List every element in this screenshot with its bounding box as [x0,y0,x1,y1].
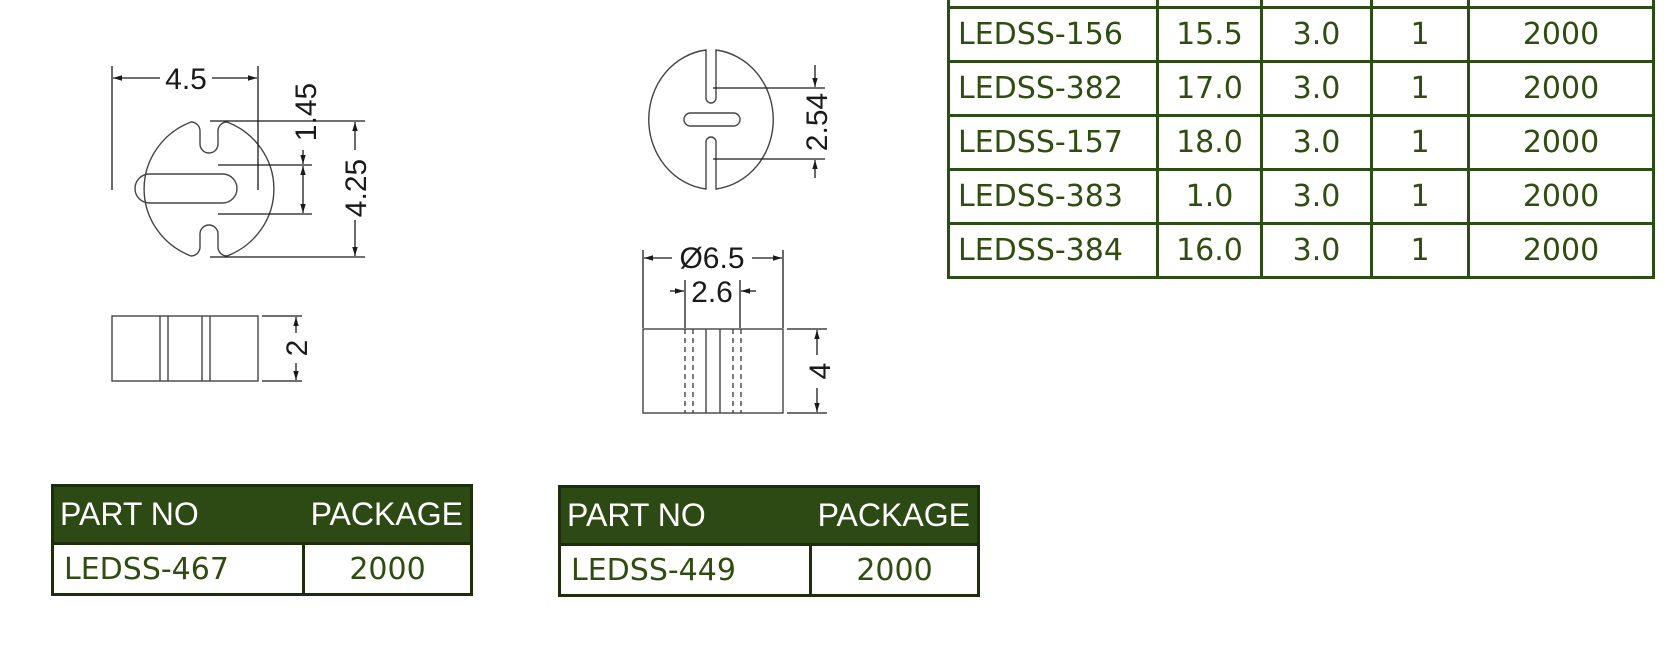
part1-thickness-dimension [262,315,302,382]
table-row: LEDSS-384 16.0 3.0 1 2000 [947,222,1655,279]
part-no-cell: LEDSS-384 [947,222,1159,279]
value-cell: 1 [1370,168,1470,225]
table-row: LEDSS-383 1.0 3.0 1 2000 [947,168,1655,225]
part1-thickness-label: 2 [281,340,314,357]
part2-inner-width-label: 2.6 [691,276,733,309]
part2-diameter-dimension [642,250,784,328]
part-no-header: PART NO [559,486,811,545]
part-no-header: PART NO [52,485,304,544]
package-cell: 2000 [302,542,473,596]
value-cell: 3.0 [1260,114,1373,171]
package-cell: 2000 [1467,6,1655,63]
part2-slot-spacing-label: 2.54 [801,93,834,151]
package-table-2: PART NO PACKAGE LEDSS-449 2000 [558,485,980,597]
part1-outline [143,121,275,257]
table-row: LEDSS-449 2000 [558,543,980,597]
value-cell: 1.0 [1156,168,1263,225]
value-cell: 1 [1370,60,1470,117]
package-header: PACKAGE [810,486,979,545]
package-table-1: PART NO PACKAGE LEDSS-467 2000 [51,484,473,596]
value-cell: 1 [1370,114,1470,171]
part2-length-dimension [787,328,827,414]
value-cell: 3.0 [1260,168,1373,225]
part-no-cell: LEDSS-157 [947,114,1159,171]
value-cell: 1 [1370,222,1470,279]
value-cell: 3.0 [1260,60,1373,117]
part1-center-slot [134,173,238,204]
part1-slot-gap-label: 1.45 [290,83,323,141]
part2-center-slot [683,112,741,127]
part2-length-label: 4 [804,363,837,380]
part1-width-dimension [111,66,259,190]
table-row [947,0,1655,9]
part-no-cell: LEDSS-382 [947,60,1159,117]
part2-inner-width-dimension [670,280,756,328]
value-cell: 3.0 [1260,222,1373,279]
table-row: LEDSS-467 2000 [51,542,473,596]
part-no-cell: LEDSS-383 [947,168,1159,225]
package-cell: 2000 [1467,60,1655,117]
table-header-row: PART NO PACKAGE [52,485,472,544]
package-cell: 2000 [1467,114,1655,171]
part2-outline [648,49,774,190]
part-no-cell: LEDSS-449 [558,543,812,597]
table-row: LEDSS-382 17.0 3.0 1 2000 [947,60,1655,117]
value-cell: 17.0 [1156,60,1263,117]
package-header: PACKAGE [303,485,472,544]
part2-top-view [648,49,774,190]
value-cell: 3.0 [1260,6,1373,63]
value-cell: 1 [1370,6,1470,63]
table-row: LEDSS-157 18.0 3.0 1 2000 [947,114,1655,171]
part1-top-view [134,121,275,257]
table-row: LEDSS-156 15.5 3.0 1 2000 [947,6,1655,63]
part1-slot-gap-dimension [218,150,312,215]
part2-diameter-label: Ø6.5 [679,242,744,275]
part2-side-view [642,328,784,414]
part-no-cell: LEDSS-467 [51,542,305,596]
spec-table: LEDSS-156 15.5 3.0 1 2000 LEDSS-382 17.0… [947,0,1655,279]
package-cell: 2000 [1467,168,1655,225]
part1-height-dimension [210,120,365,258]
value-cell: 15.5 [1156,6,1263,63]
package-cell: 2000 [809,543,980,597]
value-cell: 16.0 [1156,222,1263,279]
part1-height-label: 4.25 [340,159,373,217]
part-no-cell: LEDSS-156 [947,6,1159,63]
value-cell: 18.0 [1156,114,1263,171]
part1-side-view [111,315,259,382]
part2-slot-spacing-dimension [713,65,825,178]
table-header-row: PART NO PACKAGE [559,486,979,545]
package-cell: 2000 [1467,222,1655,279]
part1-width-label: 4.5 [165,63,207,96]
